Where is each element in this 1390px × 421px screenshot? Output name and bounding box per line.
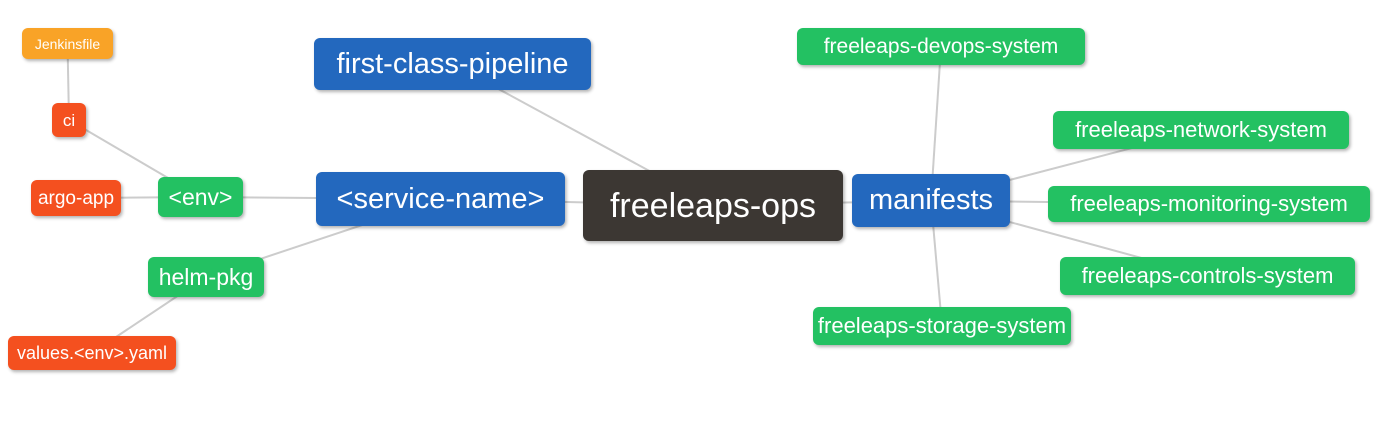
node-values-env-yaml[interactable]: values.<env>.yaml: [8, 336, 176, 370]
node-env[interactable]: <env>: [158, 177, 243, 217]
node-label: <env>: [168, 183, 233, 210]
node-label: first-class-pipeline: [336, 47, 569, 80]
node-label: Jenkinsfile: [34, 35, 101, 52]
node-service-name[interactable]: <service-name>: [316, 172, 565, 226]
node-label: freeleaps-monitoring-system: [1070, 191, 1348, 216]
node-label: values.<env>.yaml: [16, 343, 168, 363]
node-label: argo-app: [37, 187, 115, 209]
node-freeleaps-devops-system[interactable]: freeleaps-devops-system: [797, 28, 1085, 65]
node-label: ci: [62, 110, 76, 130]
node-freeleaps-storage-system[interactable]: freeleaps-storage-system: [813, 307, 1071, 345]
node-label: manifests: [868, 184, 994, 216]
node-freeleaps-network-system[interactable]: freeleaps-network-system: [1053, 111, 1349, 149]
node-label: freeleaps-ops: [609, 186, 816, 225]
node-argo-app[interactable]: argo-app: [31, 180, 121, 216]
node-freeleaps-monitoring-system[interactable]: freeleaps-monitoring-system: [1048, 186, 1370, 222]
node-label: freeleaps-network-system: [1075, 117, 1327, 142]
node-manifests[interactable]: manifests: [852, 174, 1010, 227]
node-label: freeleaps-controls-system: [1081, 263, 1334, 288]
node-freeleaps-controls-system[interactable]: freeleaps-controls-system: [1060, 257, 1355, 295]
node-first-class-pipeline[interactable]: first-class-pipeline: [314, 38, 591, 90]
node-ci[interactable]: ci: [52, 103, 86, 137]
node-label: freeleaps-storage-system: [817, 313, 1067, 338]
node-label: <service-name>: [336, 182, 545, 215]
node-freeleaps-ops[interactable]: freeleaps-ops: [583, 170, 843, 241]
node-label: freeleaps-devops-system: [823, 35, 1059, 58]
node-jenkinsfile[interactable]: Jenkinsfile: [22, 28, 113, 59]
node-helm-pkg[interactable]: helm-pkg: [148, 257, 264, 297]
node-label: helm-pkg: [158, 263, 254, 290]
